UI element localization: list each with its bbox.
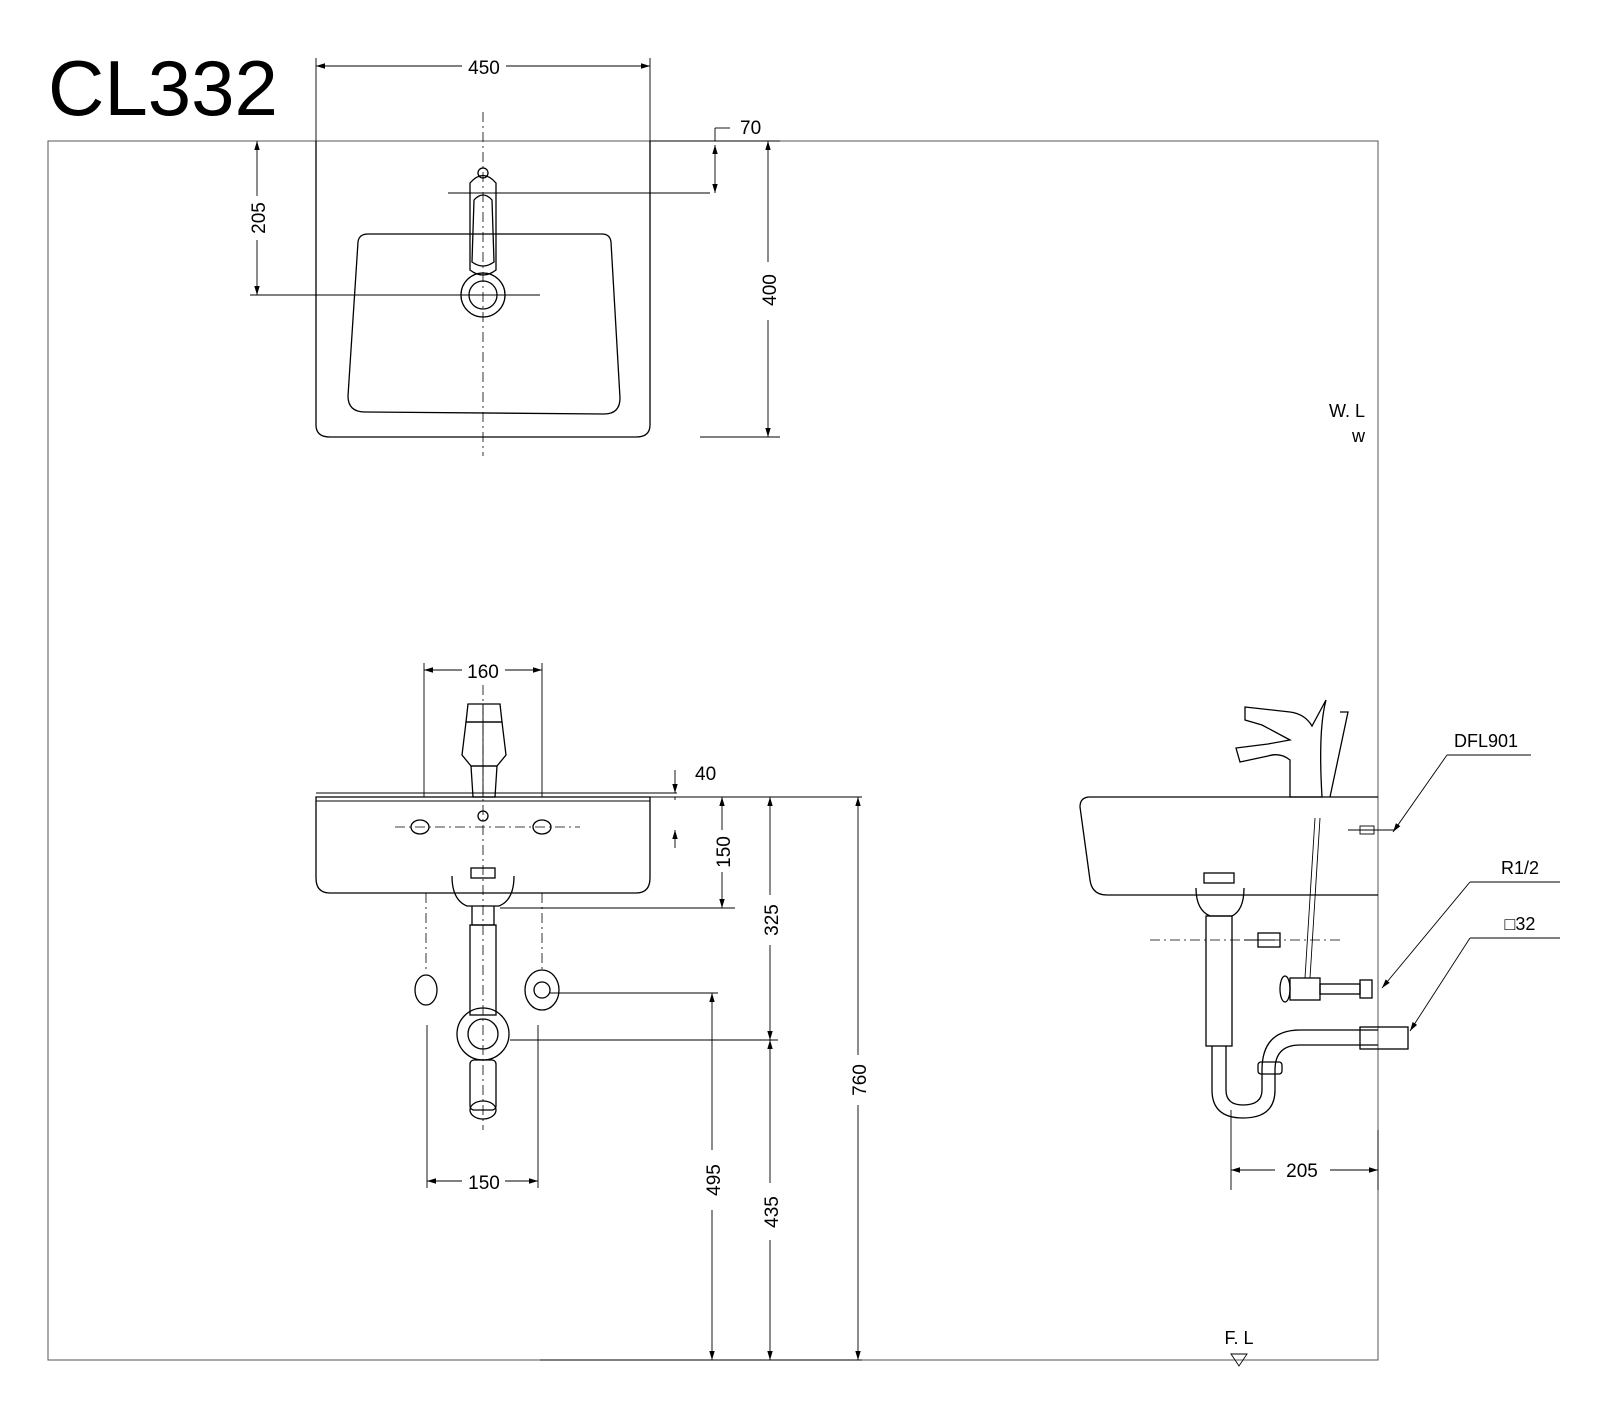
label-r12: R1/2: [1501, 858, 1539, 878]
floor-level-triangle-icon: [1230, 1353, 1248, 1367]
top-view-dimensions: 450 70 400 205: [249, 58, 781, 438]
faucet-front: [461, 703, 507, 798]
dim-rim-thickness: 40: [695, 764, 716, 785]
label-trap-size: □32: [1505, 914, 1536, 934]
top-view: [250, 112, 710, 456]
dim-hole-spacing: 160: [467, 662, 499, 683]
trap-side: [1211, 1026, 1409, 1119]
dim-depth: 400: [760, 274, 781, 306]
dim-faucet-offset: 205: [249, 202, 270, 234]
dim-back-offset: 70: [740, 118, 761, 139]
faucet-top-view: [460, 167, 506, 318]
dim-trap-height: 435: [762, 1196, 783, 1228]
dim-rim-height: 760: [850, 1064, 871, 1096]
dim-basin-height: 150: [714, 836, 735, 868]
front-view: [315, 685, 677, 1130]
dim-drain-height: 495: [704, 1164, 725, 1196]
label-dfl901: DFL901: [1454, 731, 1518, 751]
front-view-dimensions: 160 150 40 150 325 495 435 760: [423, 662, 871, 1361]
floor-line-label: F. L: [1224, 1328, 1253, 1348]
dim-width: 450: [468, 58, 500, 79]
model-title: CL332: [48, 44, 278, 132]
supply-side: [1279, 817, 1373, 1003]
wall-line-mark: w: [1351, 426, 1366, 446]
faucet-side: [1235, 699, 1349, 798]
dim-trap-width: 150: [468, 1173, 500, 1194]
dim-projection: 205: [1286, 1161, 1318, 1182]
dim-supply-height: 325: [762, 904, 783, 936]
wall-line-label: W. L: [1329, 401, 1365, 421]
supply-valves-front: [414, 893, 560, 1011]
waste-side: [1150, 872, 1340, 1047]
side-view: [1079, 699, 1409, 1119]
side-view-annotations: W. L w DFL901 R1/2 □32 205 F. L: [1224, 401, 1560, 1367]
